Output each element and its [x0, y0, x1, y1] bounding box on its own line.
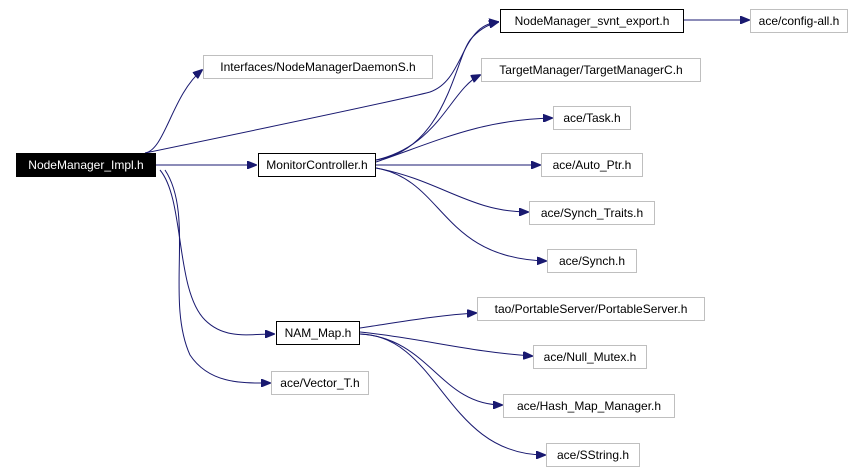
node-nodemanager-daemon-s[interactable]: Interfaces/NodeManagerDaemonS.h: [203, 55, 433, 79]
node-ace-hash-map-manager[interactable]: ace/Hash_Map_Manager.h: [503, 394, 675, 418]
node-target-manager-c[interactable]: TargetManager/TargetManagerC.h: [481, 58, 701, 82]
edge-root-nam-map: [159, 169, 274, 335]
edge-nam-nullmutex: [359, 331, 532, 356]
edge-monitor-synch: [375, 167, 546, 261]
node-ace-synch-traits[interactable]: ace/Synch_Traits.h: [529, 201, 655, 225]
edge-nam-hashmap: [359, 333, 502, 405]
edge-monitor-svnt: [375, 22, 498, 161]
node-portable-server[interactable]: tao/PortableServer/PortableServer.h: [477, 297, 705, 321]
node-ace-synch[interactable]: ace/Synch.h: [547, 249, 637, 273]
edge-root-daemon: [144, 70, 202, 154]
node-nam-map[interactable]: NAM_Map.h: [276, 321, 360, 345]
node-ace-task[interactable]: ace/Task.h: [553, 106, 631, 130]
node-ace-sstring[interactable]: ace/SString.h: [546, 443, 640, 467]
edge-nam-portable: [359, 313, 476, 329]
edge-root-svnt-export: [144, 22, 498, 154]
edge-root-vector: [164, 169, 270, 383]
node-monitor-controller[interactable]: MonitorController.h: [258, 153, 376, 177]
edge-nam-sstring: [359, 333, 545, 455]
edge-monitor-synchtraits: [375, 167, 528, 212]
node-ace-auto-ptr[interactable]: ace/Auto_Ptr.h: [541, 153, 643, 177]
edge-monitor-target: [375, 75, 480, 161]
node-ace-vector-t[interactable]: ace/Vector_T.h: [271, 371, 369, 395]
node-ace-null-mutex[interactable]: ace/Null_Mutex.h: [533, 345, 647, 369]
node-nodemanager-svnt-export[interactable]: NodeManager_svnt_export.h: [500, 9, 684, 33]
node-config-all[interactable]: ace/config-all.h: [750, 9, 848, 33]
node-nodemanager-impl[interactable]: NodeManager_Impl.h: [16, 153, 156, 177]
edge-monitor-task: [375, 118, 552, 163]
